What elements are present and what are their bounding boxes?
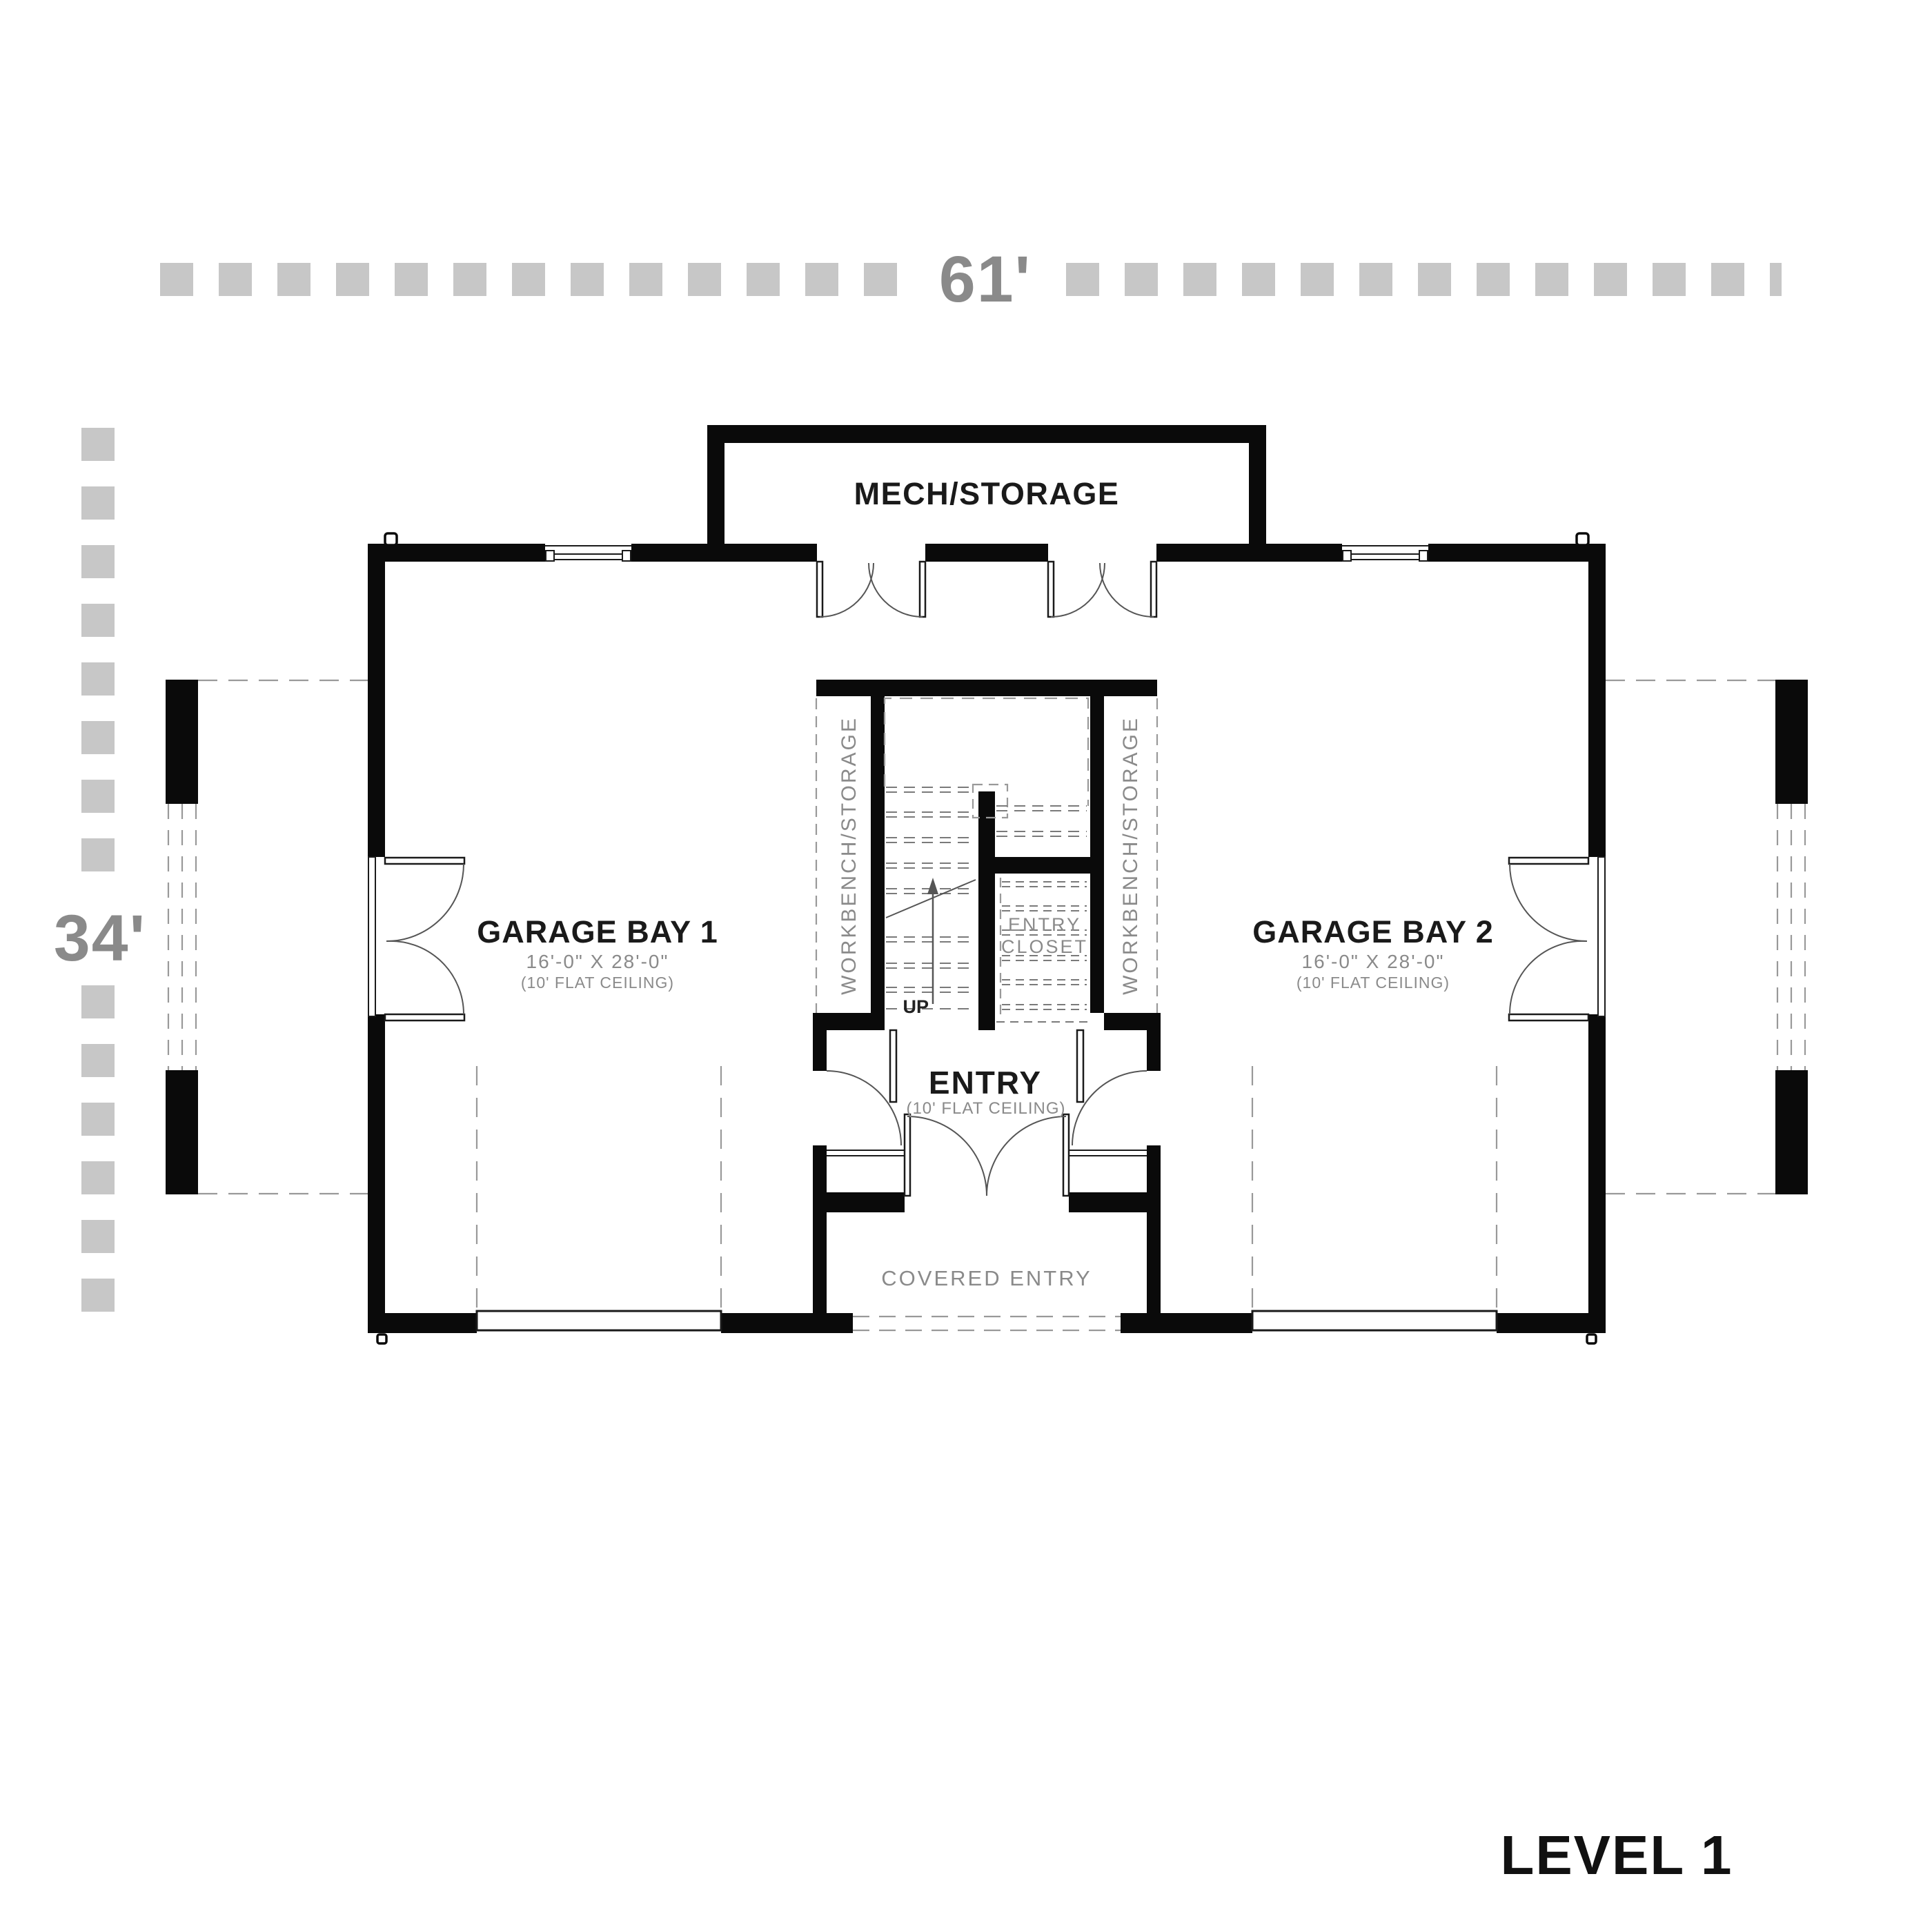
mech-door2-right-swing [1099,562,1154,618]
stair-treads-lower-flight [885,787,976,1009]
exterior-walls [368,544,1606,1333]
garage-bay-2-ceiling: (10' FLAT CEILING) [1297,974,1450,992]
mech-door2-right-leaf [1150,560,1158,618]
window-right [1342,545,1428,562]
entry-room: ENTRY (10' FLAT CEILING) [813,1013,1161,1333]
side-wall-french-doors [368,856,1606,1022]
mech-storage-label: MECH/STORAGE [854,476,1120,511]
overall-width-dimension: 61' [939,243,1032,316]
dimension-left: 34' [54,428,146,1333]
garage-bay-1-name: GARAGE BAY 1 [477,914,718,949]
entry-walls [813,1013,1161,1333]
workbench-left-label: WORKBENCH/STORAGE [838,716,860,995]
corner-marker-bottom-left [376,1333,388,1345]
closet-shelf-lines [996,881,1090,1023]
side-stoops [166,679,1808,1195]
stair-up-label: UP [903,996,929,1017]
mech-door2-left-leaf [1047,560,1055,618]
entry-front-door-left-swing [907,1116,987,1196]
stair-hall-walls [816,680,1161,1030]
overall-depth-dimension: 34' [54,902,146,975]
stair-newel-dashed-box [972,783,1009,819]
window-left [545,545,631,562]
stair-direction-arrowhead [927,878,938,894]
garage-bay-1-ceiling: (10' FLAT CEILING) [521,974,674,992]
garage-door-bay1 [475,1310,722,1332]
entry-front-door-right-swing [986,1116,1067,1196]
garage-bay-1-size: 16'-0" X 28'-0" [526,951,669,972]
entry-west-door-swing [826,1070,902,1146]
entry-east-door-leaf [1076,1029,1085,1103]
corner-marker-top-left [384,532,398,546]
mech-double-doors [816,560,1158,618]
french-door-east [1508,856,1606,1022]
dimension-top: 61' [160,243,1782,316]
garage-bay-1-labels: GARAGE BAY 1 16'-0" X 28'-0" (10' FLAT C… [477,914,718,992]
stair-hall: UP [816,680,1161,1030]
garage-door-track-dashed-lines [475,1066,1498,1310]
entry-east-door-swing [1072,1070,1147,1146]
mech-storage-room: MECH/STORAGE [707,425,1266,544]
entry-closet-label-line2: CLOSET [1001,936,1088,957]
sheet-title: LEVEL 1 [1500,1824,1733,1886]
stairwell-dashed-outline [883,697,1090,806]
mech-door1-right-leaf [918,560,927,618]
corner-markers [376,532,1597,1345]
workbench-right-label: WORKBENCH/STORAGE [1119,716,1142,995]
mech-door1-right-swing [868,562,923,618]
corner-marker-bottom-right [1586,1333,1597,1345]
garage-bay-2-name: GARAGE BAY 2 [1252,914,1494,949]
entry-label: ENTRY [929,1065,1042,1101]
garage-doors [475,1066,1498,1332]
mech-storage-walls [707,425,1266,544]
corner-marker-top-right [1575,532,1590,546]
mech-door2-left-swing [1050,562,1105,618]
entry-ceiling-note: (10' FLAT CEILING) [906,1099,1065,1118]
mech-door1-left-swing [819,562,874,618]
top-wall-windows [545,545,1428,562]
entry-front-door-left-leaf [903,1113,911,1197]
covered-entry-porch: COVERED ENTRY [853,1266,1121,1332]
stoop-east [1606,679,1808,1195]
garage-bay-2-labels: GARAGE BAY 2 16'-0" X 28'-0" (10' FLAT C… [1252,914,1494,992]
stoop-west [166,679,368,1195]
workbench-strips: WORKBENCH/STORAGE WORKBENCH/STORAGE [815,698,1159,1013]
french-door-west [368,856,466,1022]
entry-front-door-right-leaf [1062,1113,1070,1197]
stair-treads-upper-flight [996,805,1087,837]
covered-entry-label: COVERED ENTRY [881,1266,1092,1290]
entry-west-door-leaf [889,1029,898,1103]
garage-door-bay2 [1251,1310,1498,1332]
stair-break-line [885,879,976,918]
entry-closet: ENTRY CLOSET [996,878,1090,1023]
garage-bay-2-size: 16'-0" X 28'-0" [1302,951,1445,972]
entry-closet-label-line1: ENTRY [1008,914,1081,935]
mech-door1-left-leaf [816,560,824,618]
